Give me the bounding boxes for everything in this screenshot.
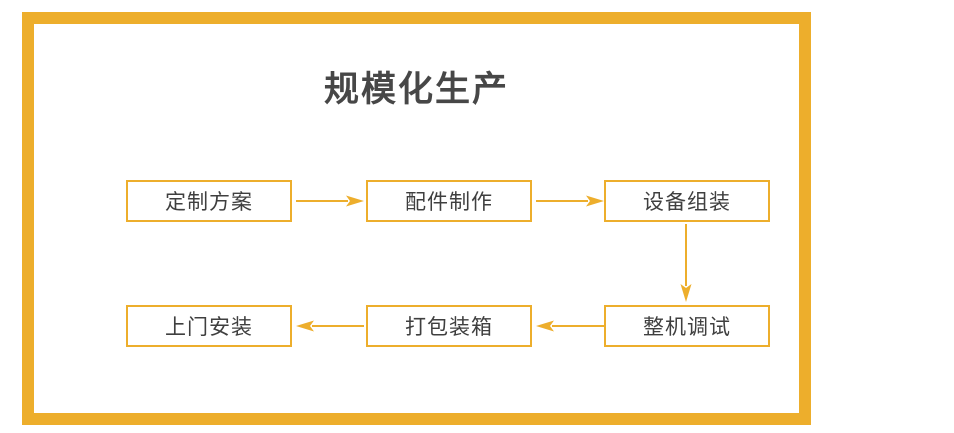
arrow-left-icon (536, 319, 604, 333)
flow-node-parts-manufacture[interactable]: 配件制作 (366, 180, 532, 222)
arrow-down-icon (678, 224, 694, 302)
page-title: 规模化生产 (323, 70, 509, 109)
arrow-right-icon (536, 194, 604, 208)
flow-node-label: 定制方案 (165, 191, 253, 214)
flow-node-machine-debug[interactable]: 整机调试 (604, 305, 770, 347)
outer-frame: 规模化生产 定制方案 配件制作 设备组装 (22, 12, 811, 425)
flow-node-label: 整机调试 (643, 316, 731, 339)
frame-inner-area: 规模化生产 定制方案 配件制作 设备组装 (34, 24, 799, 413)
flow-node-equipment-assembly[interactable]: 设备组装 (604, 180, 770, 222)
flow-node-packing[interactable]: 打包装箱 (366, 305, 532, 347)
flow-node-label: 打包装箱 (405, 316, 493, 339)
flow-node-label: 配件制作 (405, 191, 493, 214)
flow-node-onsite-install[interactable]: 上门安装 (126, 305, 292, 347)
flow-node-label: 设备组装 (643, 191, 731, 214)
arrow-right-icon (296, 194, 364, 208)
flow-node-label: 上门安装 (165, 316, 253, 339)
arrow-left-icon (296, 319, 364, 333)
flow-node-custom-plan[interactable]: 定制方案 (126, 180, 292, 222)
